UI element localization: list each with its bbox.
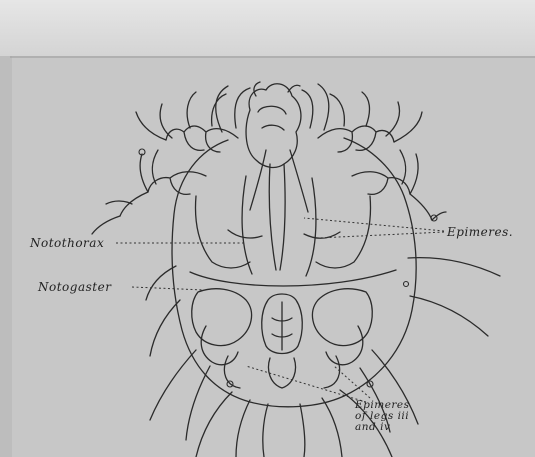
label-epimeres: Epimeres. [447, 226, 513, 238]
label-notothorax: Notothorax [30, 237, 104, 249]
label-notogaster: Notogaster [38, 281, 111, 293]
left-margin-strip [0, 56, 12, 457]
label-epimeres-legs: Epimeres of legs iii and iv [355, 400, 413, 433]
top-faded-band [0, 0, 535, 56]
